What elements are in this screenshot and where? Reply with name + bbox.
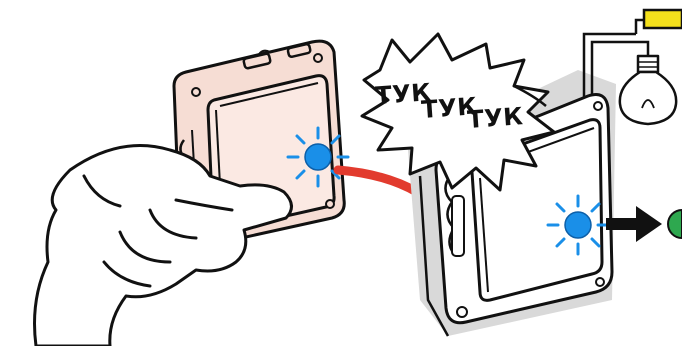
black-arrow-icon xyxy=(606,206,662,242)
wire-terminal xyxy=(644,10,682,28)
sound-word-3: ТУК xyxy=(466,102,524,134)
green-indicator-icon xyxy=(668,210,682,238)
light-bulb-icon xyxy=(620,56,676,124)
led-indicator-right xyxy=(548,196,608,254)
led-indicator-left xyxy=(288,128,348,186)
